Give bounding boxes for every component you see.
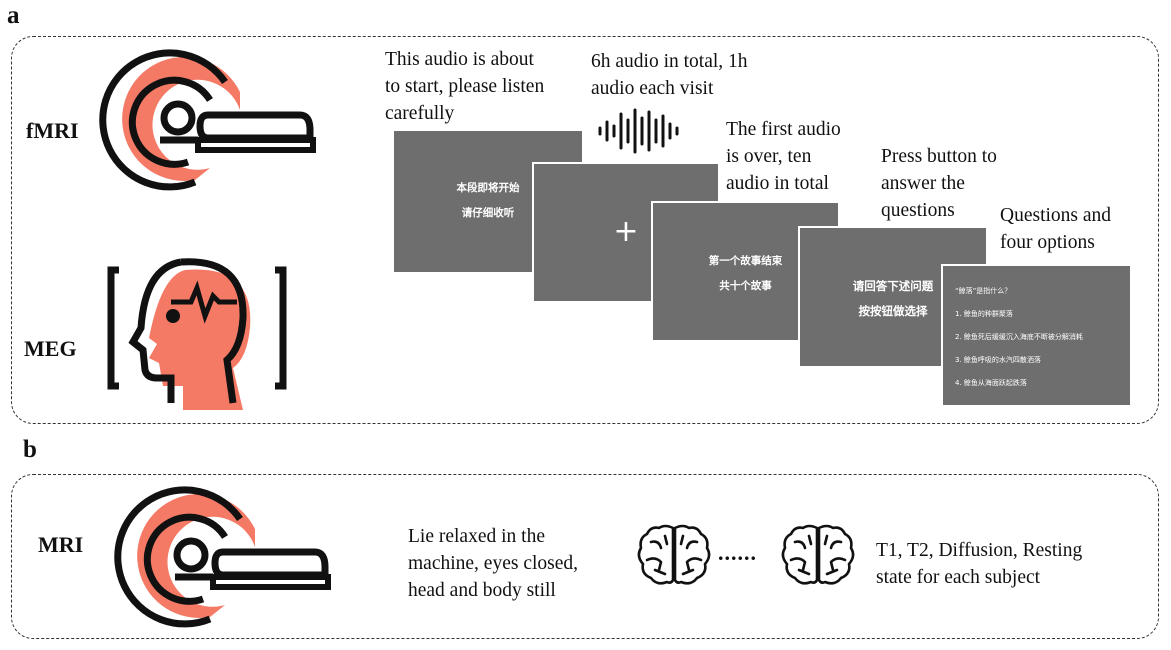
panel-label-b: b xyxy=(23,436,37,463)
mri-scanner-icon xyxy=(114,486,331,628)
screen-text: 请仔细收听 xyxy=(461,207,515,219)
sound-wave-icon xyxy=(598,108,679,154)
panel-a-box xyxy=(11,36,1159,424)
fixation-cross: + xyxy=(613,214,639,249)
screen-text: 按按钮做选择 xyxy=(858,304,928,318)
caption-line: answer the xyxy=(881,173,965,194)
brain-icon xyxy=(637,524,711,585)
caption-line: audio in total xyxy=(726,173,829,194)
caption-line: questions xyxy=(881,200,955,221)
mri-label: MRI xyxy=(38,532,84,557)
caption-relax: Lie relaxed in the machine, eyes closed,… xyxy=(408,523,578,604)
caption-scans: T1, T2, Diffusion, Resting state for eac… xyxy=(876,537,1082,591)
caption-line: to start, please listen xyxy=(385,76,545,97)
caption-line: The first audio xyxy=(726,119,841,140)
caption-line: head and body still xyxy=(408,580,556,601)
caption-line: four options xyxy=(1000,232,1095,253)
screen-text: 共十个故事 xyxy=(719,280,772,292)
head-icon xyxy=(107,258,287,410)
option-text: 3. 鲸鱼呼吸的水汽四散洒落 xyxy=(955,356,1041,364)
caption-line: Press button to xyxy=(881,146,997,167)
caption-line: is over, ten xyxy=(726,146,812,167)
caption-line: 6h audio in total, 1h xyxy=(591,51,748,72)
caption-press-button: Press button to answer the questions xyxy=(881,143,997,224)
panel-label-a: a xyxy=(7,2,20,29)
option-text: 2. 鲸鱼死后缓缓沉入海底不断被分解消耗 xyxy=(955,333,1083,341)
fmri-label: fMRI xyxy=(26,118,79,143)
caption-line: This audio is about xyxy=(385,49,534,70)
option-text: 1. 鲸鱼的种群聚落 xyxy=(955,310,1013,318)
question-text: “鲸落”是指什么？ xyxy=(955,287,1012,295)
caption-line: Questions and xyxy=(1000,205,1112,226)
option-text: 4. 鲸鱼从海面跃起跌落 xyxy=(955,379,1027,387)
caption-line: state for each subject xyxy=(876,567,1041,588)
screen-text: 请回答下述问题 xyxy=(852,279,934,293)
brain-icon xyxy=(781,524,855,585)
caption-questions: Questions and four options xyxy=(1000,202,1111,256)
panel-b-box xyxy=(11,474,1159,639)
caption-start-audio: This audio is about to start, please lis… xyxy=(385,46,544,127)
scanner-icon xyxy=(99,49,316,191)
caption-audio-total: 6h audio in total, 1h audio each visit xyxy=(591,48,748,102)
screen-text: 第一个故事结束 xyxy=(708,255,783,267)
screen-question: “鲸落”是指什么？ 1. 鲸鱼的种群聚落 2. 鲸鱼死后缓缓沉入海底不断被分解消… xyxy=(941,264,1132,407)
caption-line: carefully xyxy=(385,103,455,124)
caption-line: machine, eyes closed, xyxy=(408,553,579,574)
caption-first-over: The first audio is over, ten audio in to… xyxy=(726,116,841,197)
meg-label: MEG xyxy=(24,336,77,361)
caption-line: audio each visit xyxy=(591,78,714,99)
ellipsis: ...... xyxy=(718,540,757,565)
caption-line: Lie relaxed in the xyxy=(408,526,545,547)
question-block: “鲸落”是指什么？ 1. 鲸鱼的种群聚落 2. 鲸鱼死后缓缓沉入海底不断被分解消… xyxy=(955,280,1083,395)
caption-line: T1, T2, Diffusion, Resting xyxy=(876,540,1083,561)
screen-text: 本段即将开始 xyxy=(456,182,520,194)
